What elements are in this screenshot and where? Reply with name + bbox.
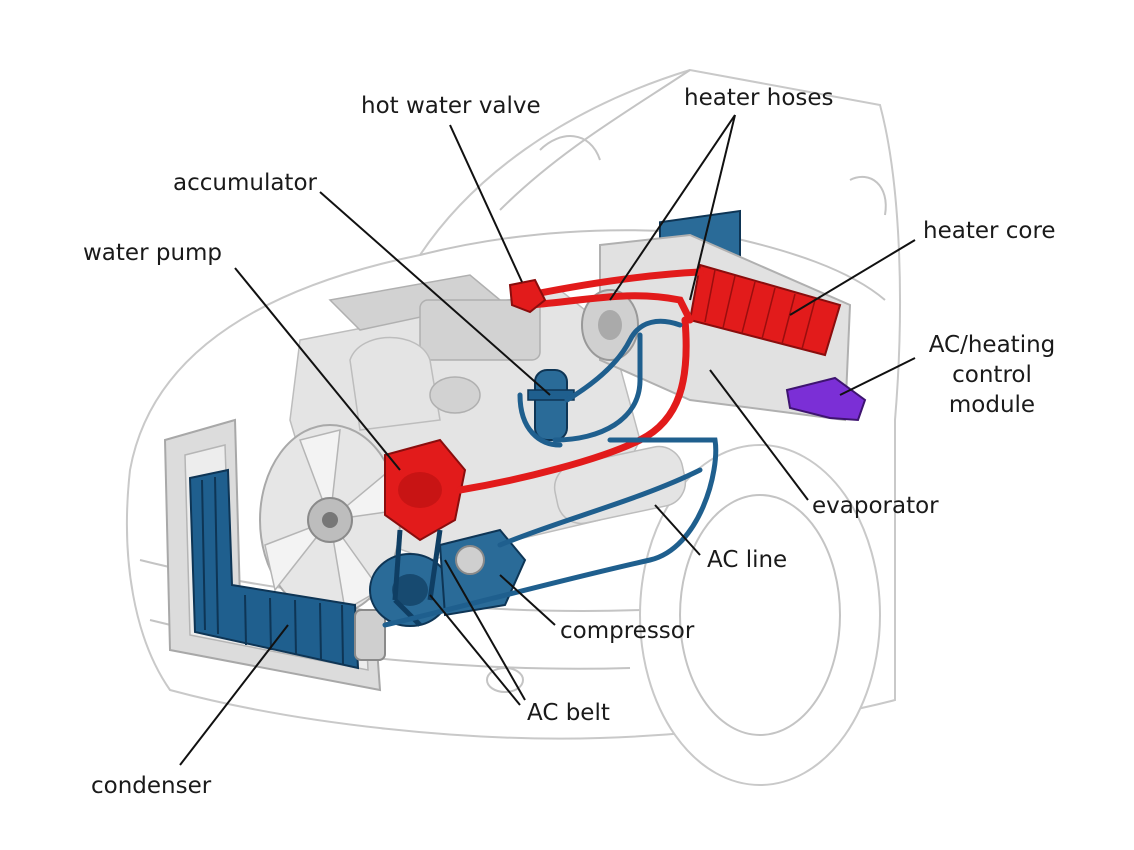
label-evaporator: evaporator — [812, 493, 939, 519]
label-accumulator: accumulator — [173, 170, 318, 196]
label-heater-core: heater core — [923, 218, 1056, 244]
leader-water-pump — [234, 267, 401, 471]
front-wheel — [639, 444, 881, 786]
label-hot-water-valve: hot water valve — [361, 93, 541, 119]
leader-heater-hoses-2 — [689, 114, 736, 301]
leader-heater-hoses-1 — [609, 114, 736, 301]
leader-ac-belt-2 — [444, 559, 526, 701]
label-heater-hoses: heater hoses — [684, 85, 834, 111]
ac-belt — [392, 529, 443, 627]
leader-accumulator — [319, 191, 551, 396]
labels: hot water valve heater hoses accumulator… — [83, 85, 1056, 799]
label-control-module-line2: control — [952, 362, 1032, 388]
label-ac-belt: AC belt — [527, 700, 610, 726]
leader-heater-core — [789, 239, 916, 316]
water-pump — [384, 438, 467, 542]
hot-water-valve — [508, 278, 547, 314]
label-compressor: compressor — [560, 618, 695, 644]
leader-ac-line — [654, 504, 701, 556]
label-ac-line: AC line — [707, 547, 787, 573]
control-module — [785, 376, 867, 422]
leader-compressor — [499, 574, 556, 626]
leader-ac-belt-1 — [429, 594, 521, 706]
ac-reservoir — [553, 445, 687, 525]
leader-hot-water-valve — [449, 124, 523, 283]
heater-core — [688, 263, 842, 357]
label-condenser: condenser — [91, 773, 212, 799]
label-control-module-line1: AC/heating — [929, 332, 1056, 358]
leader-evaporator — [709, 369, 809, 501]
leader-control-module — [839, 357, 916, 396]
ac-lines — [382, 318, 719, 628]
leader-lines — [179, 114, 916, 766]
condenser — [188, 468, 386, 670]
leader-condenser — [179, 624, 289, 766]
label-water-pump: water pump — [83, 240, 222, 266]
label-control-module-line3: module — [949, 392, 1035, 418]
